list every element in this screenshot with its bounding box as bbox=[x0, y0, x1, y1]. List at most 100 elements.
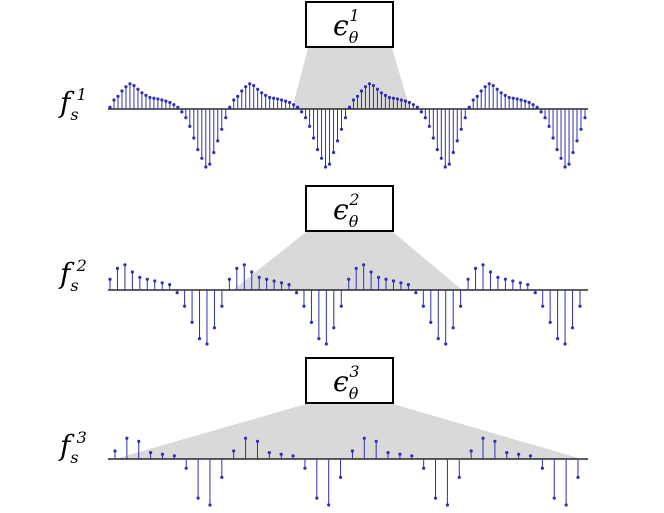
stem-marker bbox=[265, 277, 269, 281]
stem-marker bbox=[407, 100, 411, 105]
stem-marker bbox=[575, 139, 579, 143]
stem-marker bbox=[128, 82, 132, 86]
stem-marker bbox=[375, 87, 380, 91]
stem-marker bbox=[332, 326, 336, 330]
stem-marker bbox=[491, 84, 495, 88]
stem-marker bbox=[244, 85, 248, 89]
stem-marker bbox=[547, 124, 551, 128]
stem-marker bbox=[527, 100, 531, 105]
stem-marker bbox=[180, 110, 184, 114]
stem-marker bbox=[339, 127, 344, 131]
panel-2-stems bbox=[108, 263, 582, 346]
stem-marker bbox=[447, 162, 451, 166]
panel-1-model-box bbox=[305, 1, 394, 48]
panel-2: ϵθ2 fs2 bbox=[58, 185, 588, 346]
stem-marker bbox=[192, 136, 196, 140]
stem-marker bbox=[294, 291, 299, 295]
stem-marker bbox=[379, 91, 384, 95]
stem-marker bbox=[272, 279, 276, 283]
panel-2-receptive-field bbox=[233, 232, 462, 290]
stem-marker bbox=[507, 95, 511, 100]
stem-marker bbox=[220, 475, 224, 479]
stem-marker bbox=[227, 277, 231, 281]
stem-marker bbox=[267, 451, 271, 455]
stem-marker bbox=[526, 283, 530, 287]
stem-marker bbox=[427, 124, 431, 128]
stem-marker bbox=[511, 279, 515, 283]
stem-marker bbox=[571, 150, 575, 155]
stem-marker bbox=[451, 150, 455, 155]
stem-marker bbox=[403, 99, 407, 103]
stem-marker bbox=[287, 283, 291, 287]
stem-marker bbox=[347, 277, 351, 281]
stem-marker bbox=[415, 105, 419, 109]
stem-marker bbox=[339, 304, 343, 308]
stem-marker bbox=[384, 277, 388, 281]
stem-marker bbox=[125, 436, 129, 440]
stem-marker bbox=[149, 451, 153, 455]
stem-marker bbox=[140, 91, 144, 95]
stem-marker bbox=[429, 320, 433, 324]
stem-marker bbox=[331, 150, 336, 155]
stem-marker bbox=[235, 266, 239, 270]
stem-marker bbox=[205, 342, 209, 346]
stem-marker bbox=[414, 291, 418, 295]
stem-marker bbox=[399, 98, 403, 102]
stem-marker bbox=[343, 116, 348, 120]
stem-marker bbox=[148, 95, 152, 100]
stem-marker bbox=[355, 94, 360, 98]
stem-marker bbox=[503, 93, 507, 97]
stem-marker bbox=[160, 98, 164, 102]
stem-marker bbox=[220, 127, 224, 131]
stem-marker bbox=[443, 165, 447, 169]
stem-marker bbox=[555, 148, 559, 152]
stem-marker bbox=[184, 466, 188, 470]
stem-marker bbox=[483, 85, 487, 89]
stem-marker bbox=[511, 96, 515, 100]
stem-marker bbox=[548, 320, 552, 324]
stem-marker bbox=[243, 436, 248, 440]
stem-marker bbox=[172, 103, 176, 107]
stem-marker bbox=[411, 103, 415, 107]
stem-marker bbox=[172, 454, 176, 458]
stem-marker bbox=[354, 266, 358, 270]
stem-marker bbox=[410, 454, 414, 458]
stem-marker bbox=[488, 270, 493, 274]
stem-marker bbox=[499, 91, 503, 95]
stem-marker bbox=[519, 98, 523, 102]
stem-marker bbox=[398, 452, 402, 456]
stem-marker bbox=[466, 277, 470, 281]
stem-marker bbox=[309, 320, 314, 324]
stem-marker bbox=[481, 263, 485, 267]
stem-marker bbox=[292, 103, 296, 107]
panel-3-stems bbox=[113, 436, 580, 507]
stem-marker bbox=[556, 337, 560, 341]
stem-marker bbox=[445, 503, 450, 507]
stem-marker bbox=[124, 85, 128, 89]
stem-marker bbox=[475, 94, 479, 98]
stem-marker bbox=[419, 110, 423, 114]
stem-marker bbox=[138, 275, 142, 279]
stem-marker bbox=[579, 127, 583, 131]
stem-marker bbox=[576, 475, 580, 479]
stem-marker bbox=[315, 148, 320, 152]
stem-marker bbox=[307, 124, 312, 128]
stem-marker bbox=[288, 100, 292, 105]
stem-marker bbox=[216, 139, 220, 143]
stem-marker bbox=[212, 150, 216, 155]
stem-marker bbox=[200, 156, 204, 160]
stem-marker bbox=[197, 337, 202, 341]
stem-marker bbox=[168, 100, 172, 105]
panel-3-model-box bbox=[305, 357, 394, 404]
stem-marker bbox=[315, 496, 319, 500]
stem-marker bbox=[406, 283, 411, 287]
stem-marker bbox=[236, 94, 240, 98]
stem-marker bbox=[578, 304, 582, 308]
panel-1-stems bbox=[108, 82, 587, 169]
stem-marker bbox=[543, 116, 547, 120]
stem-marker bbox=[160, 452, 165, 456]
stem-marker bbox=[496, 275, 500, 279]
stem-marker bbox=[459, 304, 463, 308]
stem-marker bbox=[338, 475, 343, 479]
stem-marker bbox=[323, 165, 328, 169]
